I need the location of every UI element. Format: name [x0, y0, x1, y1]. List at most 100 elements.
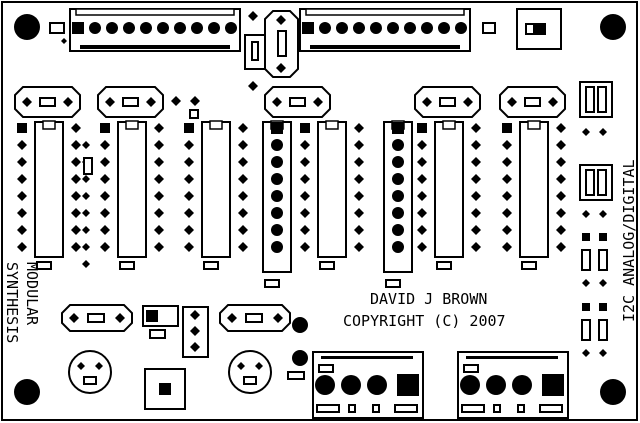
terminal-pad — [460, 375, 480, 395]
header-pad — [89, 22, 101, 34]
pad-diamond — [227, 313, 237, 323]
terminal-pad — [341, 375, 361, 395]
pad-diamond — [100, 174, 110, 184]
pad-diamond — [115, 313, 125, 323]
pad-square — [534, 23, 546, 35]
pad-diamond — [300, 225, 310, 235]
pad-diamond — [273, 313, 283, 323]
smd-pad — [539, 404, 563, 413]
pad-square — [582, 233, 590, 241]
smd-pad — [482, 22, 496, 34]
pad-diamond — [582, 128, 590, 136]
pad-diamond — [354, 140, 364, 150]
pad-diamond — [154, 123, 164, 133]
regulator-tab — [87, 313, 105, 323]
smd-pad — [49, 22, 65, 34]
pad-diamond — [471, 225, 481, 235]
pad-square — [582, 303, 590, 311]
ic-notch — [325, 120, 339, 130]
pad-diamond — [417, 242, 427, 252]
header-pad — [174, 22, 186, 34]
via — [292, 317, 308, 333]
pad-diamond — [471, 208, 481, 218]
smd-resistor — [598, 319, 608, 341]
ic-notch — [527, 120, 541, 130]
ic-notch — [125, 120, 139, 130]
pad-diamond — [154, 174, 164, 184]
credit-name: DAVID J BROWN — [370, 290, 487, 308]
pad-diamond — [556, 123, 566, 133]
pad-diamond — [599, 349, 607, 357]
pad-diamond — [255, 362, 263, 370]
smd-pad — [318, 364, 334, 373]
regulator-tab — [39, 97, 56, 107]
pad-diamond — [238, 157, 248, 167]
smd-resistor — [598, 249, 608, 271]
mounting-hole — [600, 14, 626, 40]
pad-diamond — [300, 242, 310, 252]
pad-diamond — [471, 157, 481, 167]
pad-diamond — [599, 210, 607, 218]
smd-pad — [287, 371, 305, 380]
pad-diamond — [154, 225, 164, 235]
header-pad — [319, 22, 331, 34]
pad-diamond — [82, 226, 90, 234]
pad-diamond — [354, 174, 364, 184]
pad-diamond — [63, 97, 73, 107]
pad-diamond — [417, 208, 427, 218]
pad-diamond — [599, 279, 607, 287]
regulator-tab — [245, 313, 263, 323]
transistor-outline — [68, 350, 112, 394]
pad-square — [599, 233, 607, 241]
pad-square — [146, 310, 158, 322]
ic-chip — [317, 121, 347, 258]
pad-diamond — [502, 225, 512, 235]
smd-pad — [436, 261, 452, 270]
pad-diamond — [417, 174, 427, 184]
pad-diamond — [184, 225, 194, 235]
title-synthesis: SYNTHESIS — [3, 262, 21, 343]
ic-pad-round — [271, 139, 283, 151]
header-pad — [106, 22, 118, 34]
pad-diamond — [17, 242, 27, 252]
pad-diamond — [190, 326, 200, 336]
pad-diamond — [471, 174, 481, 184]
smd-pad — [517, 404, 525, 413]
header-latch — [75, 8, 235, 16]
smd-resistor — [581, 249, 591, 271]
pad-diamond — [300, 157, 310, 167]
pad-diamond — [248, 81, 258, 91]
pad-diamond — [17, 208, 27, 218]
header-pad — [225, 22, 237, 34]
pad-diamond — [184, 191, 194, 201]
header-pad — [370, 22, 382, 34]
pad-diamond — [146, 97, 156, 107]
pad-diamond — [300, 208, 310, 218]
pad-diamond — [471, 140, 481, 150]
terminal-pad — [315, 375, 335, 395]
pad-diamond — [417, 140, 427, 150]
terminal-pad-square — [542, 374, 564, 396]
ic-chip — [434, 121, 464, 258]
pad-diamond — [71, 140, 81, 150]
pad-square — [184, 123, 194, 133]
terminal-pad-square — [397, 374, 419, 396]
header-pad — [208, 22, 220, 34]
pad-diamond — [238, 242, 248, 252]
pad-square — [300, 123, 310, 133]
pad-diamond — [237, 362, 245, 370]
mounting-hole — [14, 14, 40, 40]
header-pad — [336, 22, 348, 34]
header-bar — [80, 45, 230, 49]
pad-diamond — [190, 342, 200, 352]
smd-pad — [461, 404, 485, 413]
smd-resistor — [581, 319, 591, 341]
pad-square — [159, 383, 171, 395]
header-bar — [310, 45, 460, 49]
pad-diamond — [556, 242, 566, 252]
pad-diamond — [556, 208, 566, 218]
header-pad — [421, 22, 433, 34]
pad-diamond — [71, 208, 81, 218]
pad-diamond — [22, 97, 32, 107]
